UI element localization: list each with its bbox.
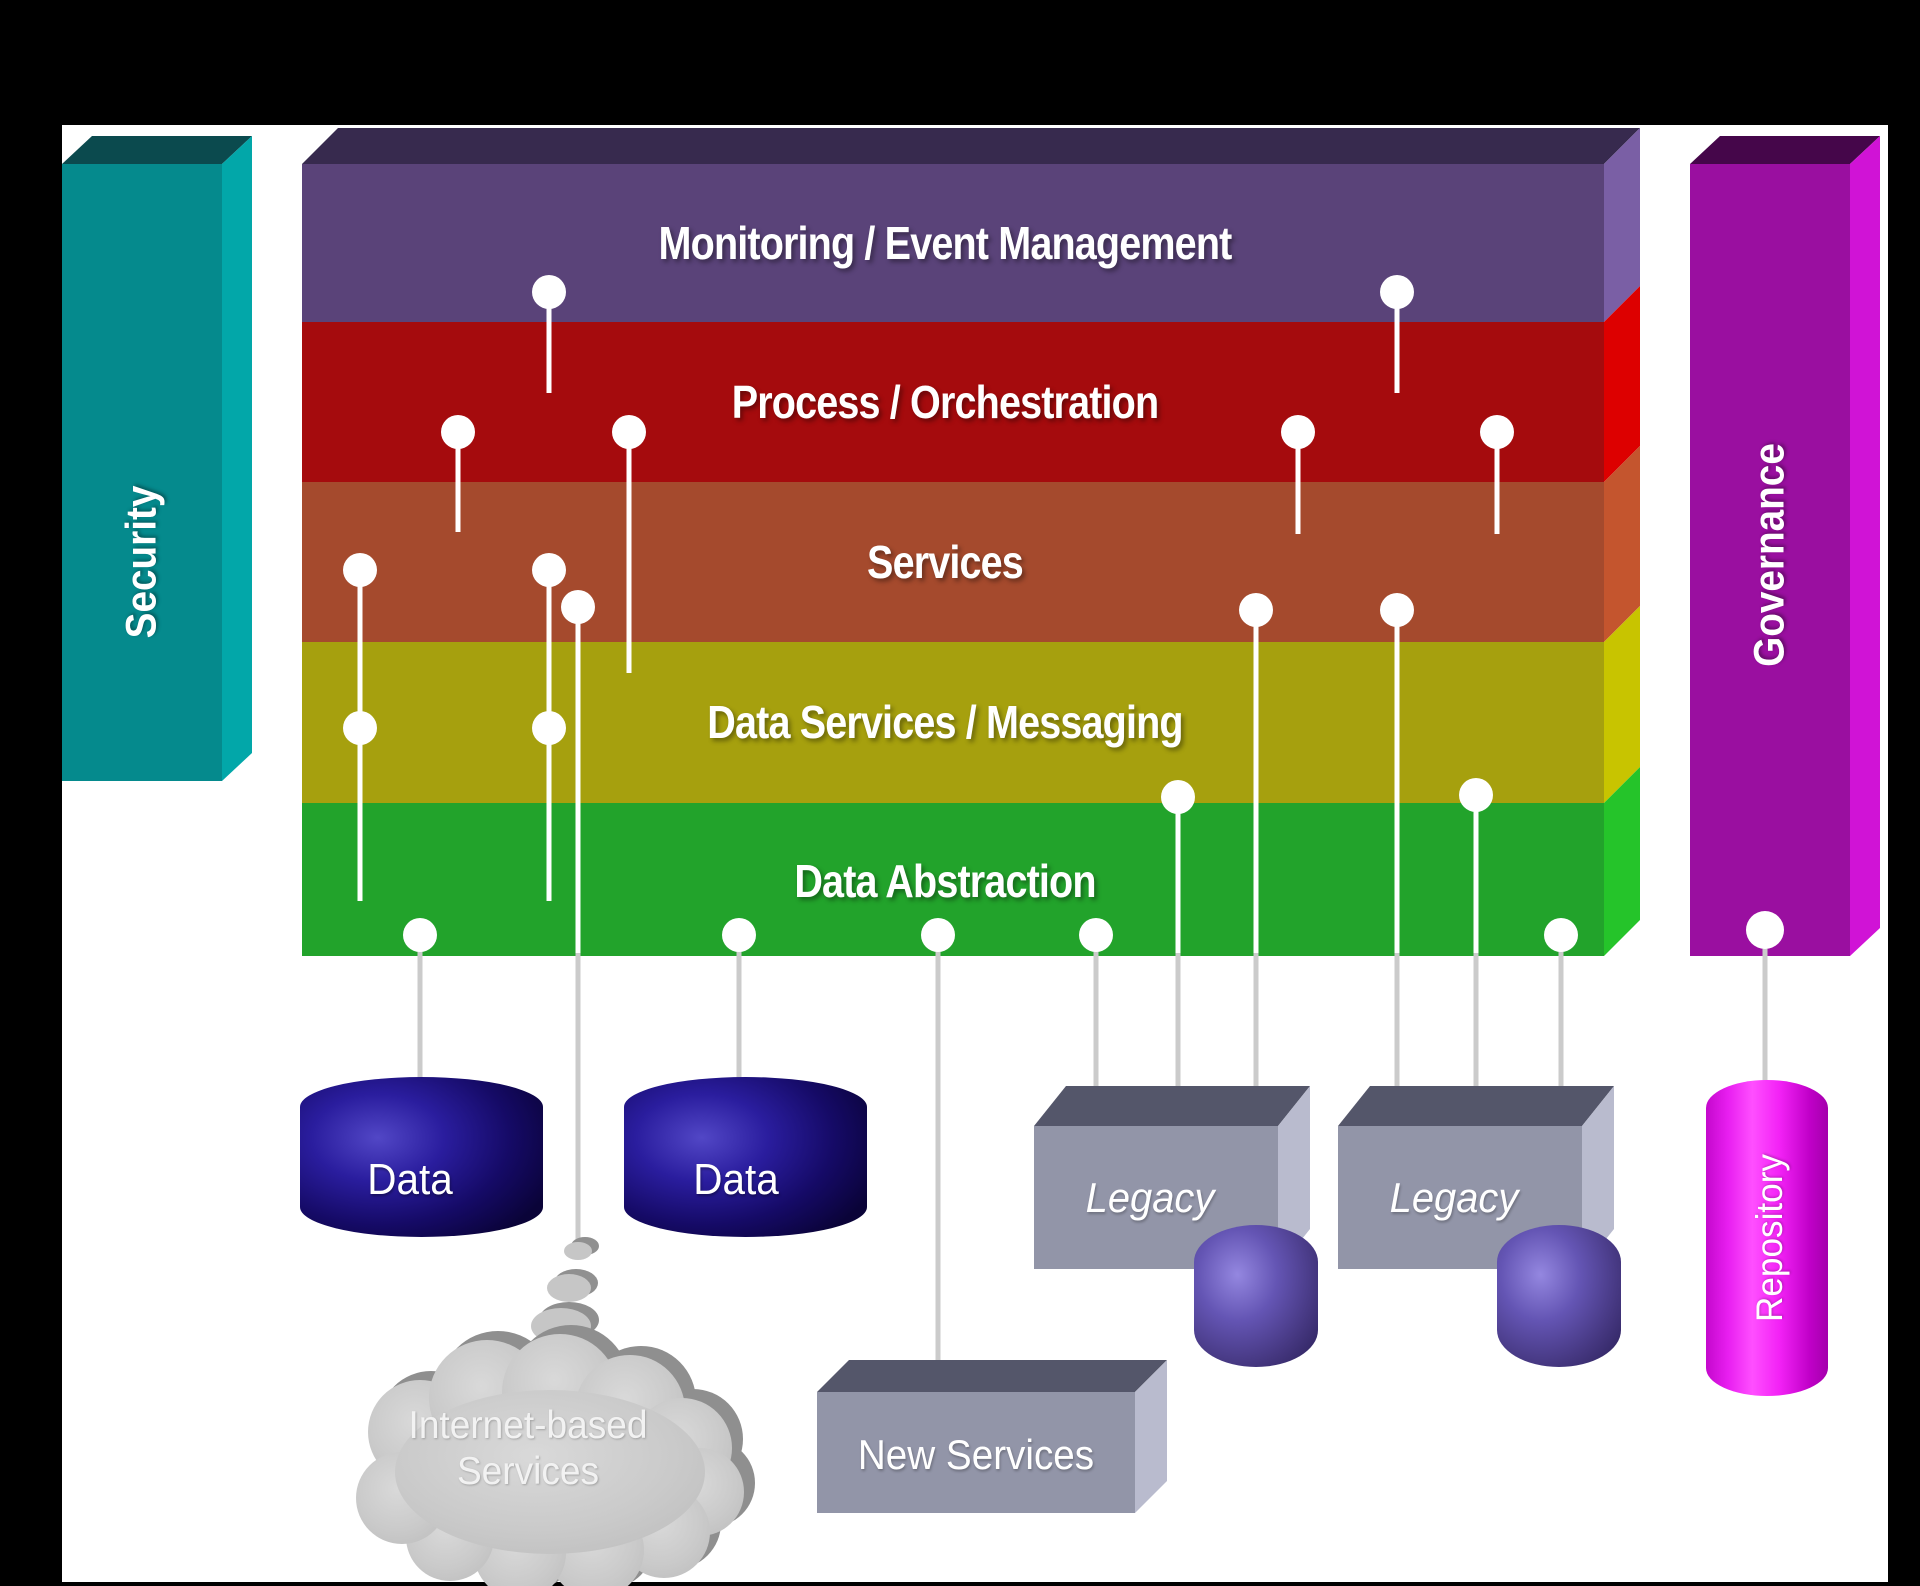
- new-services-box: [817, 1360, 1167, 1513]
- layer-services-side: [1604, 446, 1640, 642]
- endpoint-circle: [343, 553, 377, 587]
- endpoint-circle: [1161, 780, 1195, 814]
- thought-bubble: [564, 1242, 592, 1260]
- security-pillar: [62, 136, 252, 781]
- layer-label-process: Process / Orchestration: [731, 376, 1159, 428]
- service-endpoints: [343, 275, 1784, 952]
- endpoint-circle: [612, 415, 646, 449]
- governance-label: Governance: [1745, 443, 1794, 667]
- legacy-box-right: [1338, 1086, 1614, 1269]
- security-pillar-front-face: [62, 164, 222, 781]
- endpoint-circle: [1281, 415, 1315, 449]
- internet-cloud-label: Internet-based Services: [409, 1403, 648, 1495]
- endpoint-circle: [1239, 593, 1273, 627]
- security-pillar-side-face: [222, 136, 252, 781]
- security-pillar-top-face: [62, 136, 252, 164]
- layer-data-services-face: [302, 642, 1604, 803]
- data-left-label: Data: [367, 1155, 453, 1204]
- endpoint-circle: [403, 918, 437, 952]
- legacy-right-top-face: [1338, 1086, 1614, 1126]
- data-cylinder-right: [624, 1077, 867, 1237]
- governance-pillar: [1690, 136, 1880, 956]
- governance-pillar-side-face: [1850, 136, 1880, 956]
- repository-label: Repository: [1749, 1153, 1790, 1323]
- layer-process-side: [1604, 286, 1640, 482]
- endpoint-circle: [722, 918, 756, 952]
- endpoint-circle: [1079, 918, 1113, 952]
- endpoint-circle: [1380, 593, 1414, 627]
- endpoint-circle: [441, 415, 475, 449]
- data-cylinder-left: [300, 1077, 543, 1237]
- endpoint-circle: [1544, 918, 1578, 952]
- layer-process-face: [302, 322, 1604, 482]
- internet-cloud: [356, 1325, 755, 1586]
- new-services-top-face: [817, 1360, 1167, 1392]
- legacy-left-side-face: [1278, 1086, 1310, 1269]
- legacy-right-label: Legacy: [1389, 1174, 1519, 1221]
- component-connector-lines: [417, 930, 1768, 1372]
- legacy-right-database-cylinder: [1497, 1225, 1621, 1367]
- layer-label-data-abstraction: Data Abstraction: [794, 855, 1096, 907]
- thought-bubble: [547, 1274, 591, 1302]
- layer-data-abstraction-side: [1604, 767, 1640, 956]
- new-services-label: New Services: [857, 1431, 1095, 1478]
- endpoint-circle: [532, 711, 566, 745]
- endpoint-circle: [1380, 275, 1414, 309]
- legacy-box-left: [1034, 1086, 1310, 1269]
- new-services-side-face: [1135, 1360, 1167, 1513]
- endpoint-circle: [921, 918, 955, 952]
- endpoint-circle: [1480, 415, 1514, 449]
- layer-label-data-services: Data Services / Messaging: [707, 696, 1183, 748]
- legacy-left-database-cylinder: [1194, 1225, 1318, 1367]
- endpoint-circle: [343, 711, 377, 745]
- data-right-label: Data: [693, 1155, 779, 1204]
- cloud-puffs: [356, 1334, 744, 1586]
- layer-data-services-side: [1604, 606, 1640, 803]
- repository-cylinder: [1706, 1080, 1828, 1396]
- internet-cloud-label-line1: Internet-based: [408, 1404, 648, 1447]
- endpoint-circle: [1459, 778, 1493, 812]
- governance-pillar-top-face: [1690, 136, 1880, 164]
- legacy-right-side-face: [1582, 1086, 1614, 1269]
- new-services-front-face: [817, 1392, 1135, 1513]
- layer-label-services: Services: [867, 536, 1024, 588]
- endpoint-circle: [1746, 911, 1784, 949]
- layer-label-monitoring: Monitoring / Event Management: [658, 217, 1233, 269]
- governance-pillar-front-face: [1690, 164, 1850, 956]
- stack-top-face: [302, 128, 1640, 164]
- internet-cloud-label-line2: Services: [456, 1450, 600, 1493]
- endpoint-circle: [532, 275, 566, 309]
- endpoint-circle: [561, 590, 595, 624]
- legacy-left-label: Legacy: [1085, 1174, 1215, 1221]
- legacy-left-top-face: [1034, 1086, 1310, 1126]
- endpoint-circle: [532, 553, 566, 587]
- security-label: Security: [117, 485, 166, 639]
- layer-monitoring-side: [1604, 128, 1640, 322]
